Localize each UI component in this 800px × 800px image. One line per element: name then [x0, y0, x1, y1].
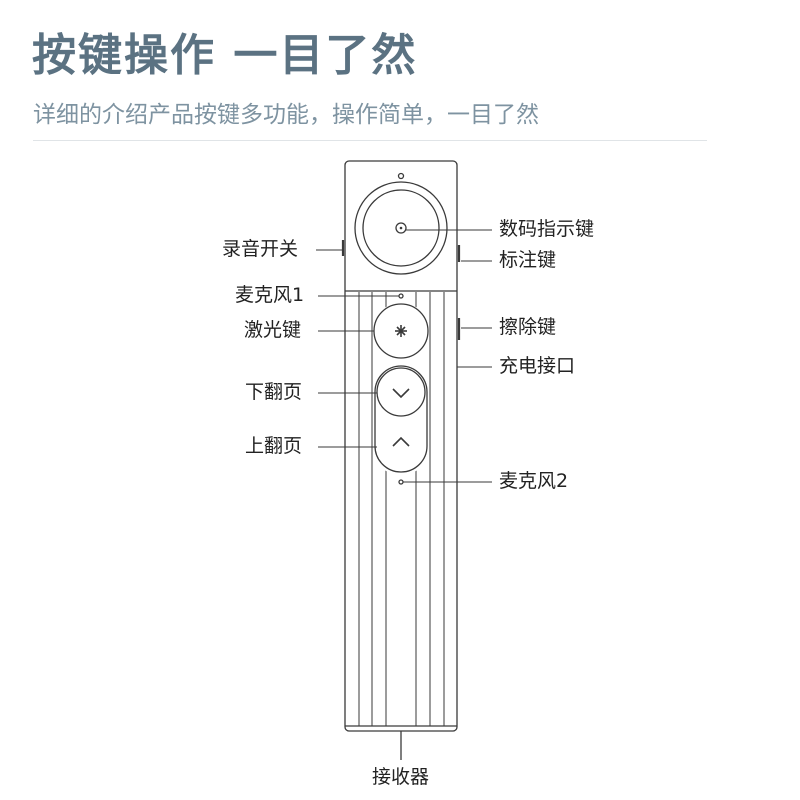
chevron-up-icon	[392, 436, 410, 447]
asterisk-icon	[395, 325, 407, 337]
indicator-hole	[397, 172, 405, 180]
mic1-hole	[398, 293, 404, 299]
label-charging-port: 充电接口	[499, 355, 576, 377]
laser-button[interactable]	[373, 303, 429, 359]
mic2-hole	[398, 479, 404, 485]
page-up-button[interactable]	[392, 436, 410, 447]
target-dot-icon	[395, 222, 407, 234]
page-subtitle: 详细的介绍产品按键多功能，操作简单，一目了然	[33, 102, 539, 128]
page-down-button[interactable]	[376, 367, 426, 417]
label-digital-pointer: 数码指示键	[499, 218, 595, 240]
header-divider	[33, 140, 707, 141]
label-page-up: 上翻页	[245, 435, 303, 457]
label-mic2: 麦克风2	[499, 470, 569, 492]
label-page-down: 下翻页	[245, 381, 303, 403]
label-record-switch: 录音开关	[222, 238, 299, 260]
label-annotate-key: 标注键	[499, 249, 557, 271]
digital-pointer-button[interactable]	[354, 181, 448, 275]
page-title: 按键操作 一目了然	[32, 30, 418, 81]
label-receiver: 接收器	[372, 766, 430, 788]
label-laser-key: 激光键	[244, 319, 302, 341]
leader-lines	[316, 229, 492, 483]
chevron-down-icon	[392, 388, 410, 399]
label-erase-key: 擦除键	[499, 316, 557, 338]
remote-ribs	[358, 292, 445, 726]
label-mic1: 麦克风1	[235, 284, 305, 306]
